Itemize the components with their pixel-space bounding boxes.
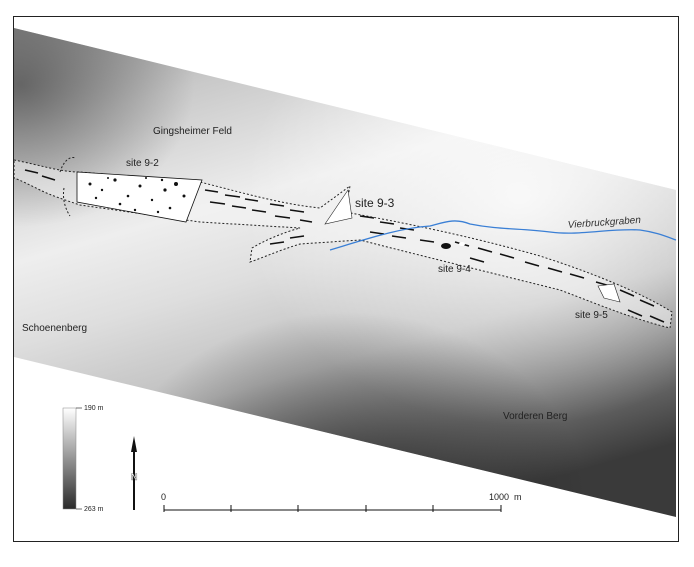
site-label-9-4: site 9-4: [438, 264, 471, 275]
site-label-9-3: site 9-3: [355, 196, 395, 210]
scale-unit: m: [514, 492, 522, 502]
site-9-3-area[interactable]: [324, 189, 353, 225]
scale-bar: 0 1000 m: [161, 492, 522, 512]
north-arrow: N: [131, 436, 138, 510]
scale-end: 1000: [489, 492, 509, 502]
legend-elev-top: 190 m: [84, 405, 104, 412]
stream-line: [329, 220, 677, 251]
legend-elev-bottom: 263 m: [84, 506, 104, 513]
site-label-9-2: site 9-2: [126, 158, 159, 169]
site-label-9-5: site 9-5: [575, 310, 608, 321]
scale-start: 0: [161, 492, 166, 502]
site-9-2-area[interactable]: [76, 171, 203, 223]
place-label-vorderen-berg: Vorderen Berg: [503, 411, 568, 422]
site-9-5-area[interactable]: [597, 283, 621, 303]
place-label-gingsheimer: Gingsheimer Feld: [153, 126, 232, 137]
north-arrow-label: N: [131, 472, 138, 482]
channel-hatching: [24, 169, 665, 323]
place-label-schoenenberg: Schoenenberg: [22, 323, 87, 334]
site-9-4-area[interactable]: [441, 242, 465, 249]
elevation-legend: 190 m 263 m: [62, 405, 104, 513]
stream-label: Vierbruckgraben: [567, 215, 641, 231]
